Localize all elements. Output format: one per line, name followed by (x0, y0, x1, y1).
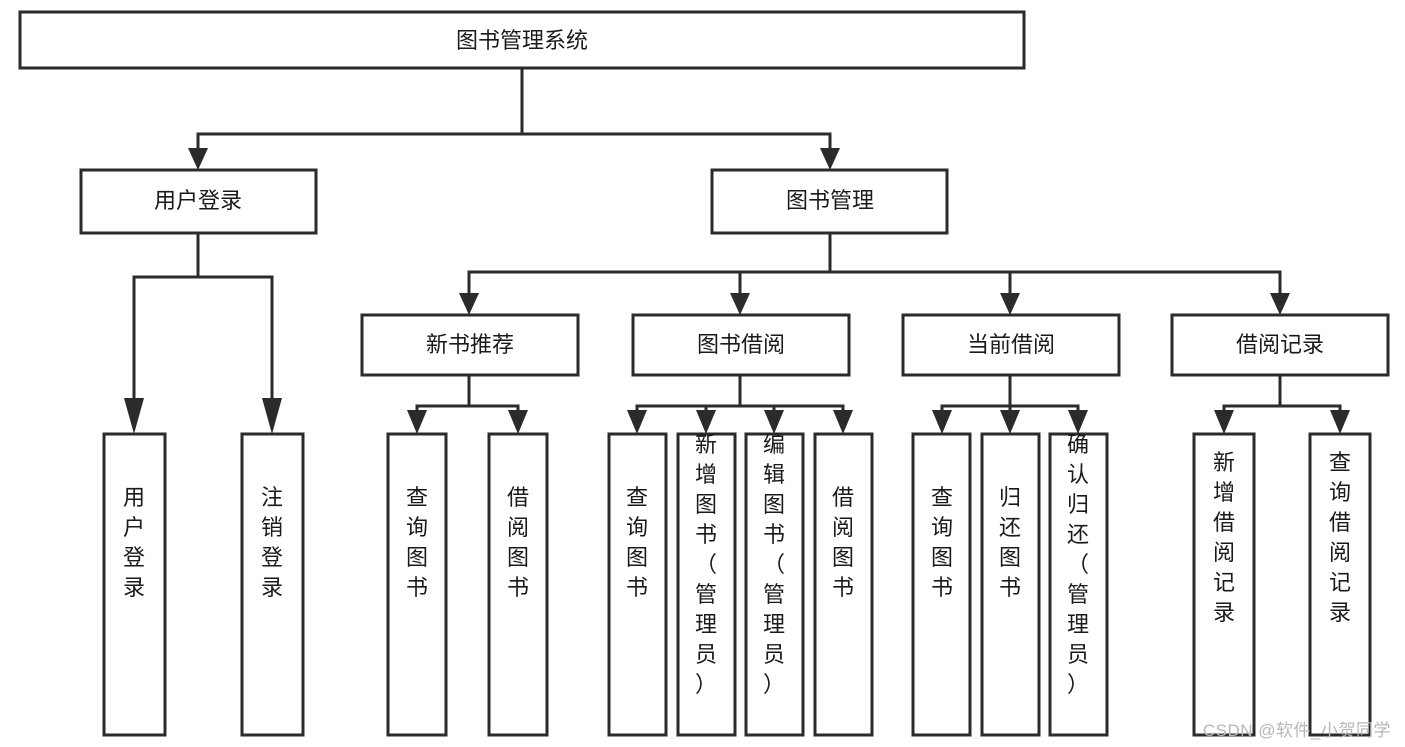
node-leaf-current-borrow-2-label: 确认归还（管理员） (1067, 432, 1089, 697)
node-leaf-book-borrow-3[interactable]: 借阅图书 (813, 432, 874, 737)
arrow-head-user-login (188, 148, 208, 170)
arrow-head-leaf-current-borrow-1 (1000, 410, 1020, 434)
node-leaf-book-borrow-0-label: 查询图书 (626, 485, 648, 600)
node-leaf-borrow-record-0-box[interactable] (1192, 432, 1256, 737)
node-leaf-new-book-1-label: 借阅图书 (507, 485, 529, 600)
arrow-head-current-borrow (1000, 293, 1020, 315)
node-borrow-record-label: 借阅记录 (1236, 332, 1324, 357)
node-borrow-record-box[interactable] (1170, 313, 1390, 377)
node-leaf-user-login-1-box[interactable] (240, 432, 305, 737)
arrow-head-new-book-recommend (459, 293, 479, 315)
node-user-login-box[interactable] (79, 168, 318, 235)
arrow-head-leaf-book-borrow-2 (764, 410, 784, 434)
node-user-login-label: 用户登录 (154, 188, 242, 213)
node-leaf-new-book-1[interactable]: 借阅图书 (487, 432, 549, 737)
node-new-book-recommend-box[interactable] (360, 313, 580, 377)
arrow-head-leaf-borrow-record-0 (1214, 410, 1234, 434)
node-leaf-user-login-0[interactable]: 用户登录 (102, 432, 167, 737)
node-root[interactable]: 图书管理系统 (18, 10, 1026, 70)
node-leaf-borrow-record-1-box[interactable] (1308, 432, 1372, 737)
arrow-head-book-borrow (730, 293, 750, 315)
node-book-management[interactable]: 图书管理 (710, 168, 949, 235)
arrow-head-leaf-user-login-1 (262, 398, 282, 434)
node-leaf-current-borrow-1-label: 归还图书 (999, 485, 1021, 600)
node-book-management-box[interactable] (710, 168, 949, 235)
node-leaf-user-login-0-label: 用户登录 (123, 485, 145, 600)
arrow-head-borrow-record (1270, 293, 1290, 315)
node-leaf-book-borrow-2[interactable]: 编辑图书（管理员） (744, 432, 805, 737)
connector-layer (124, 66, 1350, 434)
arrow-head-leaf-new-book-1 (508, 410, 528, 434)
node-leaf-user-login-0-box[interactable] (102, 432, 167, 737)
node-leaf-current-borrow-2-box[interactable] (1048, 432, 1109, 737)
arrow-head-leaf-current-borrow-2 (1068, 410, 1088, 434)
node-leaf-current-borrow-0-label: 查询图书 (931, 485, 953, 600)
node-root-label: 图书管理系统 (456, 28, 588, 53)
node-book-borrow-box[interactable] (631, 313, 851, 377)
node-book-borrow-label: 图书借阅 (697, 332, 785, 357)
node-book-management-label: 图书管理 (786, 188, 874, 213)
arrow-head-leaf-book-borrow-0 (627, 410, 647, 434)
node-leaf-borrow-record-1-label: 查询借阅记录 (1329, 450, 1351, 625)
node-leaf-user-login-1[interactable]: 注销登录 (240, 432, 305, 737)
arrow-head-leaf-new-book-0 (407, 410, 427, 434)
node-user-login[interactable]: 用户登录 (79, 168, 318, 235)
arrow-head-leaf-book-borrow-1 (696, 410, 716, 434)
node-leaf-book-borrow-2-box[interactable] (744, 432, 805, 737)
arrow-head-leaf-book-borrow-3 (833, 410, 853, 434)
csdn-watermark: CSDN @软件_小贺同学 (1202, 721, 1391, 740)
node-leaf-borrow-record-0[interactable]: 新增借阅记录 (1192, 432, 1256, 737)
node-leaf-user-login-1-label: 注销登录 (261, 485, 283, 600)
node-book-borrow[interactable]: 图书借阅 (631, 313, 851, 377)
node-leaf-borrow-record-1[interactable]: 查询借阅记录 (1308, 432, 1372, 737)
node-current-borrow-box[interactable] (901, 313, 1121, 377)
node-root-box[interactable] (18, 10, 1026, 70)
node-leaf-current-borrow-1-box[interactable] (980, 432, 1041, 737)
arrow-head-leaf-borrow-record-1 (1330, 410, 1350, 434)
node-leaf-current-borrow-0-box[interactable] (911, 432, 972, 737)
arrow-head-leaf-user-login-0 (124, 398, 144, 434)
node-new-book-recommend-label: 新书推荐 (426, 332, 514, 357)
node-leaf-new-book-1-box[interactable] (487, 432, 549, 737)
node-leaf-book-borrow-0[interactable]: 查询图书 (607, 432, 668, 737)
node-leaf-book-borrow-2-label: 编辑图书（管理员） (763, 432, 785, 697)
node-leaf-current-borrow-0[interactable]: 查询图书 (911, 432, 972, 737)
node-leaf-new-book-0-label: 查询图书 (406, 485, 428, 600)
node-current-borrow[interactable]: 当前借阅 (901, 313, 1121, 377)
arrow-head-leaf-current-borrow-0 (932, 410, 952, 434)
node-leaf-book-borrow-1-label: 新增图书（管理员） (695, 432, 717, 697)
node-leaf-book-borrow-3-box[interactable] (813, 432, 874, 737)
node-leaf-current-borrow-2[interactable]: 确认归还（管理员） (1048, 432, 1109, 737)
node-leaf-book-borrow-1-box[interactable] (676, 432, 737, 737)
node-leaf-borrow-record-0-label: 新增借阅记录 (1213, 450, 1235, 625)
node-borrow-record[interactable]: 借阅记录 (1170, 313, 1390, 377)
node-leaf-new-book-0[interactable]: 查询图书 (386, 432, 448, 737)
node-leaf-book-borrow-1[interactable]: 新增图书（管理员） (676, 432, 737, 737)
node-leaf-new-book-0-box[interactable] (386, 432, 448, 737)
node-leaf-current-borrow-1[interactable]: 归还图书 (980, 432, 1041, 737)
node-new-book-recommend[interactable]: 新书推荐 (360, 313, 580, 377)
arrow-head-book-mgmt (820, 148, 840, 170)
node-leaf-book-borrow-3-label: 借阅图书 (832, 485, 854, 600)
node-current-borrow-label: 当前借阅 (967, 332, 1055, 357)
node-leaf-book-borrow-0-box[interactable] (607, 432, 668, 737)
